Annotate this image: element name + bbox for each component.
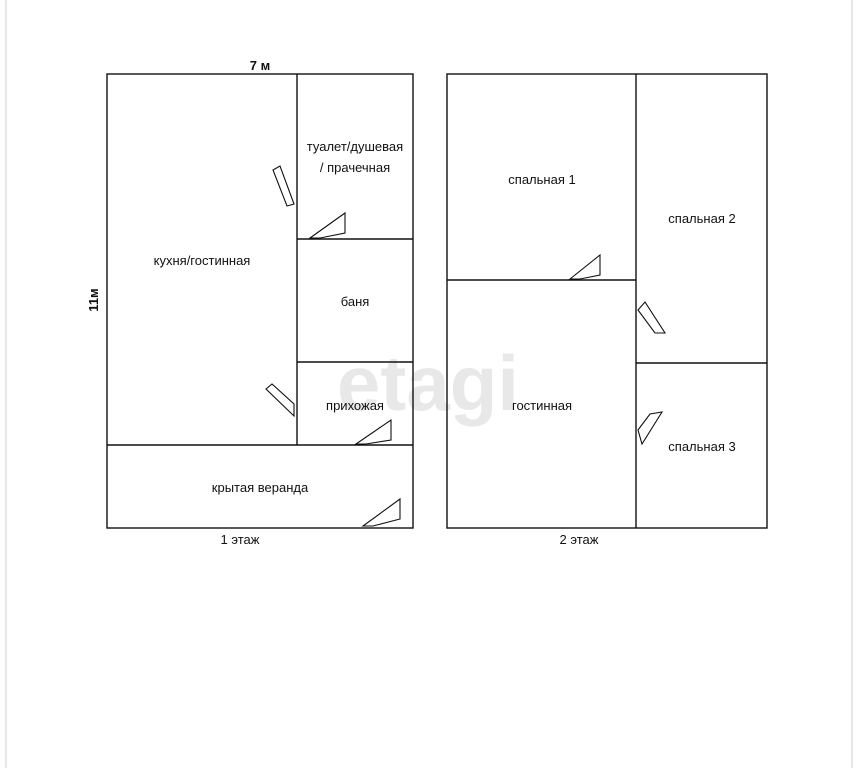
room-veranda: крытая веранда (212, 480, 309, 495)
height-dimension-label: 11м (86, 288, 101, 311)
room-bedroom2: спальная 2 (668, 211, 735, 226)
floor-2-outline (446, 73, 768, 529)
room-kitchen-living: кухня/гостинная (154, 253, 251, 268)
door-icon-veranda (361, 497, 401, 527)
floor-2-plan: спальная 1 спальная 2 гостинная спальная… (446, 73, 768, 547)
room-bedroom1: спальная 1 (508, 172, 575, 187)
room-bedroom3: спальная 3 (668, 439, 735, 454)
floor-1-plan: 7 м 11м кухня/гостинная туалет/душевая /… (86, 58, 414, 547)
door-icon-bedroom1 (568, 253, 601, 280)
floor-1-caption: 1 этаж (221, 532, 260, 547)
room-toilet-line2: / прачечная (320, 160, 390, 175)
room-hallway: прихожая (326, 398, 384, 413)
width-dimension-label: 7 м (250, 58, 270, 73)
door-icon-toilet (272, 165, 295, 207)
door-icon-hall-bottom (354, 418, 392, 445)
door-icon-bedroom3 (637, 411, 664, 446)
room-toilet-line1: туалет/душевая (307, 139, 403, 154)
floor-2-caption: 2 этаж (560, 532, 599, 547)
floor-1-outline (106, 73, 414, 529)
room-living-2: гостинная (512, 398, 572, 413)
door-icon-toilet-bottom (308, 211, 346, 239)
watermark: etagi (337, 339, 519, 427)
door-icon-bedroom2 (637, 301, 667, 334)
room-sauna: баня (341, 294, 370, 309)
door-icon-hallway (265, 383, 295, 418)
